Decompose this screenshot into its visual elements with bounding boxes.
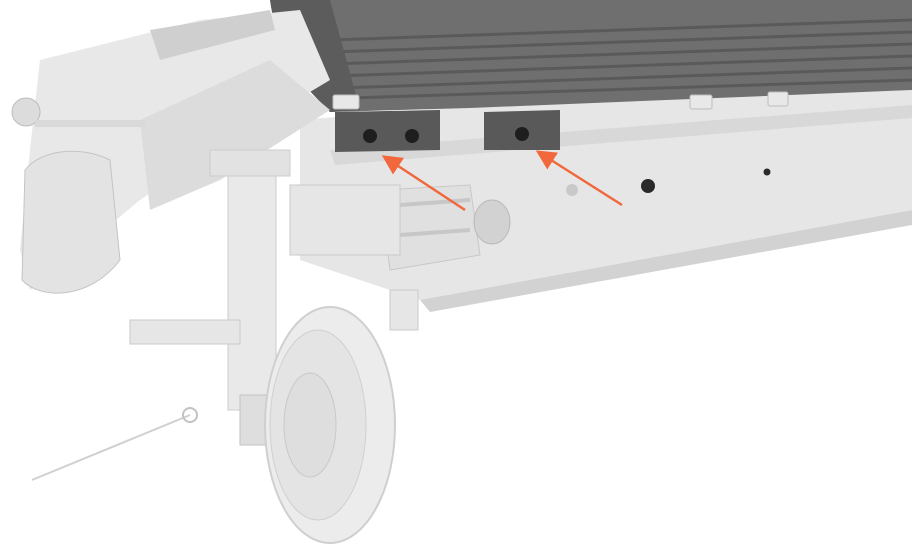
- arrow-to-left-bracket-holes: [381, 155, 466, 212]
- breakaway-cable: [31, 407, 198, 481]
- right-bracket-hole: [515, 127, 529, 141]
- left-bracket-hole-2: [405, 129, 419, 143]
- frame-bolt: [566, 184, 578, 196]
- left-mounting-bracket: [335, 110, 440, 152]
- deck-clips: [332, 91, 789, 110]
- coupling-head: [11, 97, 145, 294]
- left-bracket-hole-1: [363, 129, 377, 143]
- jockey-wheel: [264, 306, 396, 544]
- callout-arrows: [381, 150, 623, 212]
- arrow-to-right-bracket-holes: [535, 150, 623, 207]
- frame-hole-small: [763, 168, 771, 176]
- right-mounting-bracket: [484, 110, 560, 150]
- frame-hole-large: [641, 179, 655, 193]
- post-clamp: [129, 184, 419, 345]
- coupling-knob-icon: [11, 97, 41, 127]
- deck-ribs: [329, 18, 912, 100]
- shock-absorber: [379, 184, 511, 271]
